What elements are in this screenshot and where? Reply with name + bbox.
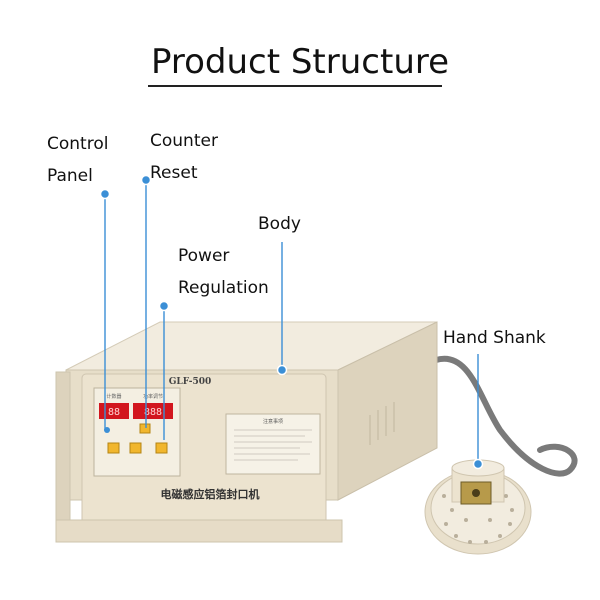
power-down-button[interactable]: [107, 442, 120, 454]
notice-title: 注意事项: [263, 418, 283, 425]
counter-display: [99, 403, 129, 419]
model-label: GLF-500: [169, 377, 212, 387]
callout-body: Body: [258, 214, 301, 234]
power-up-button[interactable]: [129, 442, 142, 454]
coil-center: [472, 489, 480, 497]
callout-hand-shank: Hand Shank: [443, 328, 546, 348]
start-button[interactable]: [155, 442, 168, 454]
notice-text-lines: [234, 429, 312, 461]
body-left-edge: [55, 371, 71, 521]
vent-holes: [442, 494, 514, 544]
callout-power-regulation: Power Regulation: [178, 240, 269, 304]
callout-dots: [99, 174, 484, 470]
power-display-text: 888: [144, 407, 162, 418]
cable: [433, 355, 578, 477]
front-brand-text: 电磁感应铝箔封口机: [161, 487, 260, 501]
power-display: [133, 403, 173, 419]
power-label: 功率调节: [143, 393, 163, 400]
callout-counter-reset: Counter Reset: [150, 125, 218, 189]
callout-counter-reset-line1: Counter: [150, 131, 218, 151]
callout-control-panel-line2: Panel: [47, 166, 93, 186]
counter-label: 计数器: [106, 393, 121, 400]
page-title: Product Structure: [150, 42, 450, 82]
title-underline: [148, 85, 442, 87]
callout-power-regulation-line2: Regulation: [178, 278, 269, 298]
side-vents: [369, 402, 395, 445]
callout-counter-reset-line2: Reset: [150, 163, 198, 183]
notice-card: [225, 413, 321, 475]
callout-power-regulation-line1: Power: [178, 246, 230, 266]
callout-lines: [104, 180, 479, 464]
callout-control-panel-line1: Control: [47, 134, 109, 154]
callout-control-panel: Control Panel: [47, 128, 108, 192]
counter-reset-button[interactable]: [139, 423, 151, 434]
body-base: [55, 519, 343, 543]
counter-display-text: 88: [108, 407, 120, 418]
